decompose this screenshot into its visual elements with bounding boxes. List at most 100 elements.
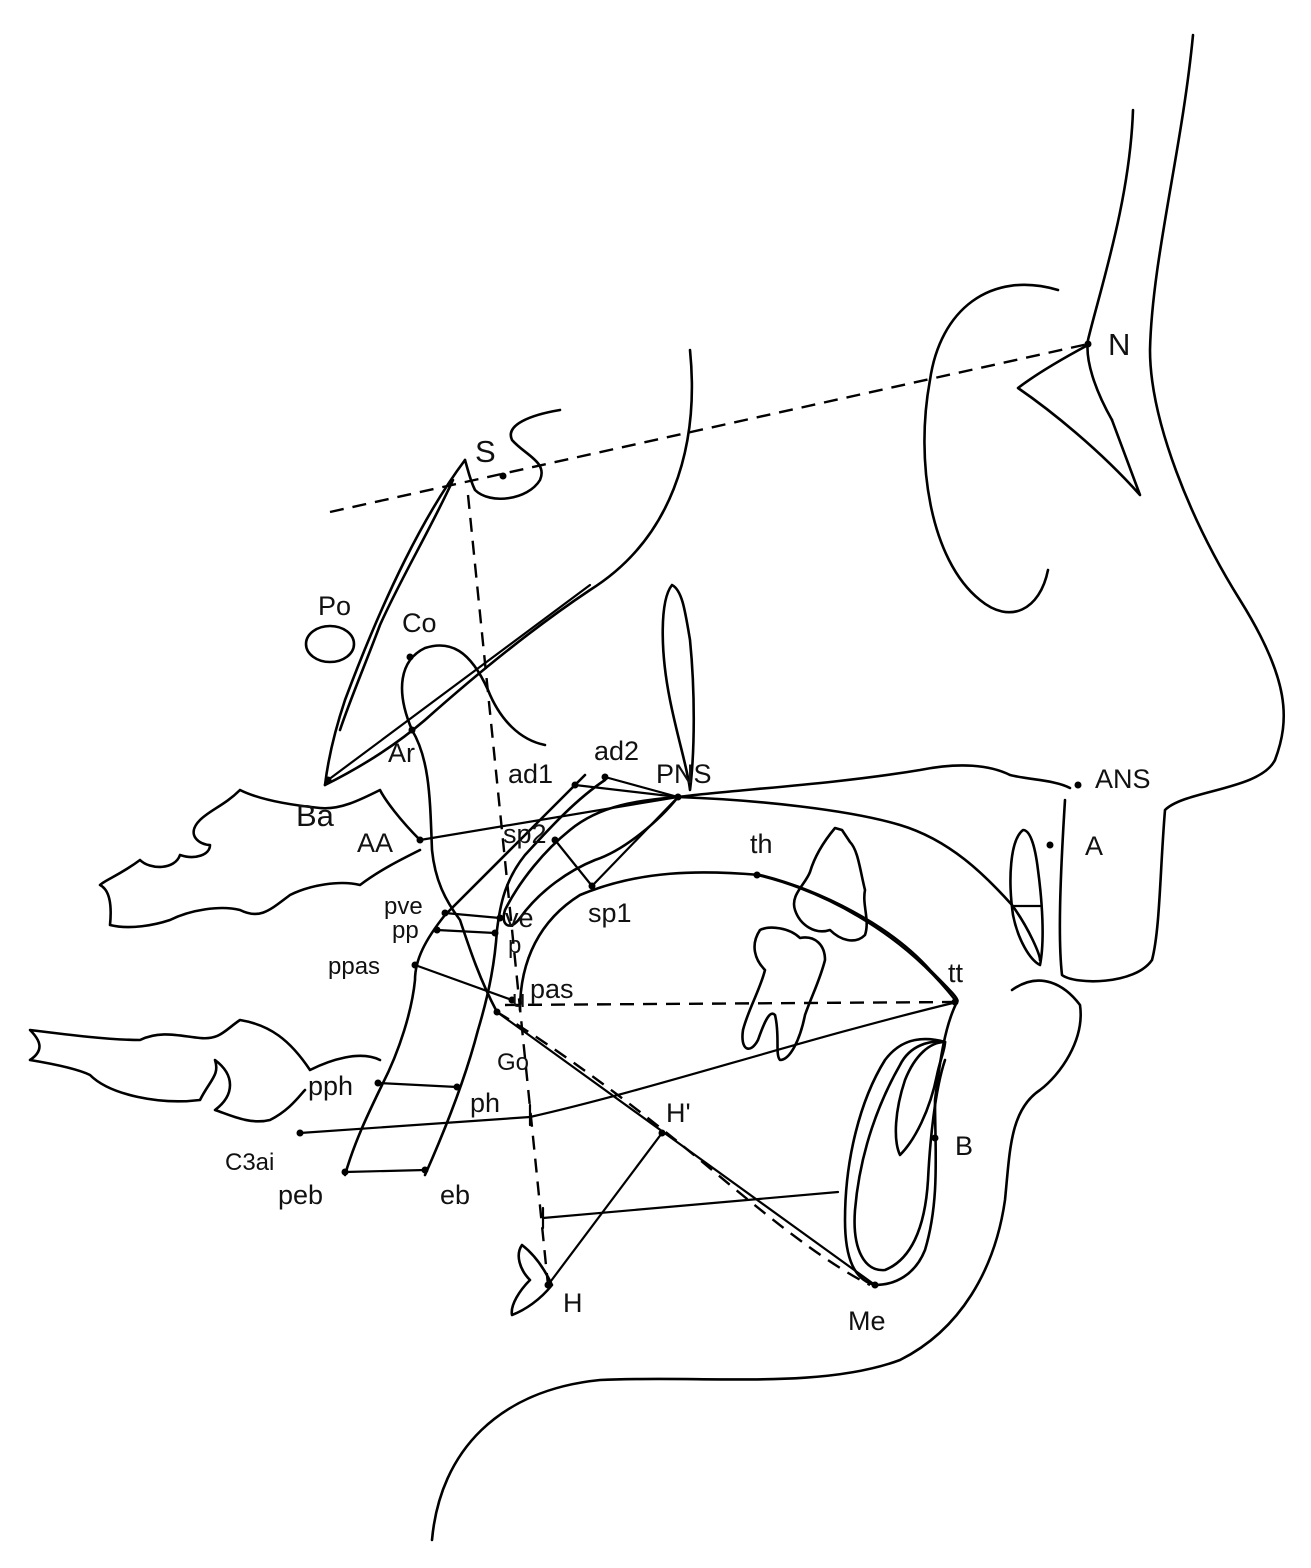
lower-molar — [741, 926, 827, 1062]
ad1-line — [573, 783, 680, 799]
nasal-notch — [1016, 343, 1142, 497]
soft-tissue-profile — [430, 33, 1286, 1542]
posterior-pharyngeal-wall — [343, 773, 587, 1177]
point-eb — [421, 1166, 429, 1174]
porion-ellipse — [304, 624, 356, 664]
sella-hyoid-line — [466, 494, 550, 1286]
point-ve — [496, 914, 504, 922]
uvula-tongue-tip-line — [504, 1000, 956, 1007]
point-ad1 — [571, 781, 579, 789]
point-ph — [453, 1083, 461, 1091]
label-ad2: ad2 — [594, 736, 639, 766]
label-Ba: Ba — [296, 798, 335, 833]
point-sp1 — [588, 882, 596, 890]
point-ad2 — [601, 773, 609, 781]
label-pve: pve — [384, 893, 423, 920]
label-sp2: sp2 — [503, 819, 547, 849]
point-PNS — [674, 793, 682, 801]
label-ph: ph — [470, 1088, 500, 1118]
hyoid-perpendicular-line — [546, 1131, 664, 1287]
label-Me: Me — [848, 1306, 886, 1336]
point-Ar — [408, 726, 416, 734]
point-N — [1084, 340, 1092, 348]
symphysis-horizontal-line — [541, 1190, 840, 1220]
label-pp: pp — [392, 917, 419, 944]
label-Ar: Ar — [388, 738, 415, 768]
label-ad1: ad1 — [508, 759, 553, 789]
point-ppas — [411, 961, 419, 969]
label-H-prime: H' — [666, 1098, 691, 1128]
point-AA — [416, 836, 424, 844]
label-tt: tt — [948, 958, 964, 988]
pterygomaxillary-fissure — [661, 583, 696, 792]
peb-eb-line — [343, 1168, 427, 1174]
point-H — [544, 1281, 552, 1289]
orbit-outline — [923, 283, 1060, 614]
point-peb — [341, 1168, 349, 1176]
label-pph: pph — [308, 1071, 353, 1101]
aa-pns-line — [418, 795, 680, 842]
pp-p-line — [435, 928, 497, 935]
point-pas — [508, 996, 516, 1004]
pph-ph-line — [376, 1081, 459, 1089]
sella-turcica — [463, 408, 562, 501]
upper-incisor — [1009, 828, 1044, 967]
label-C3ai: C3ai — [225, 1149, 274, 1176]
point-H-prime — [658, 1129, 666, 1137]
symphysis-inner — [853, 1040, 947, 1272]
ad2-line — [603, 775, 680, 799]
clivus-outline — [323, 458, 467, 787]
label-N: N — [1108, 327, 1130, 362]
label-Po: Po — [318, 591, 351, 621]
label-S: S — [475, 434, 496, 469]
cranial-contour — [323, 348, 694, 787]
label-pas: pas — [530, 974, 574, 1004]
c3ai-tt-line — [528, 1000, 959, 1119]
label-p: p — [508, 932, 521, 959]
point-tt — [951, 998, 959, 1006]
label-th: th — [750, 829, 773, 859]
pns-sp1-line — [590, 795, 680, 888]
label-H: H — [563, 1288, 583, 1318]
gonion-menton-line — [495, 1010, 877, 1287]
point-Ba — [324, 776, 332, 784]
point-A — [1046, 841, 1054, 849]
tongue-dorsum — [518, 871, 959, 1012]
point-pve — [441, 909, 449, 917]
soft-palate — [502, 795, 680, 927]
point-p — [491, 929, 499, 937]
point-B — [931, 1134, 939, 1142]
point-pph — [374, 1079, 382, 1087]
sp2-sp1-line — [553, 838, 594, 888]
label-ppas: ppas — [328, 953, 380, 980]
ppas-pas-line — [413, 963, 514, 1002]
tongue-tip-curve — [755, 873, 957, 1002]
label-peb: peb — [278, 1180, 323, 1210]
cervical-vertebra-outline — [28, 1018, 382, 1123]
anterior-clivus — [338, 478, 455, 732]
label-AA: AA — [357, 828, 393, 858]
mandibular-border-dashed — [496, 1010, 871, 1287]
basion-articulare-line — [326, 583, 592, 782]
label-ANS: ANS — [1095, 764, 1151, 794]
point-Me — [871, 1281, 879, 1289]
label-ve: ve — [505, 903, 534, 933]
label-eb: eb — [440, 1180, 470, 1210]
c3ai-line — [298, 1115, 532, 1135]
pve-ve-line — [443, 911, 502, 920]
label-PNS: PNS — [656, 759, 712, 789]
label-sp1: sp1 — [588, 898, 632, 928]
point-sp2 — [551, 836, 559, 844]
nasal-bone-outline — [1086, 108, 1135, 422]
label-Go: Go — [497, 1049, 529, 1076]
point-Co — [406, 653, 414, 661]
lower-incisor — [894, 1040, 947, 1157]
point-Go — [493, 1008, 501, 1016]
sella-nasion-line — [329, 342, 1089, 514]
point-pp — [433, 926, 441, 934]
label-u: u — [512, 986, 525, 1013]
label-B: B — [955, 1131, 973, 1161]
point-C3ai — [296, 1129, 304, 1137]
